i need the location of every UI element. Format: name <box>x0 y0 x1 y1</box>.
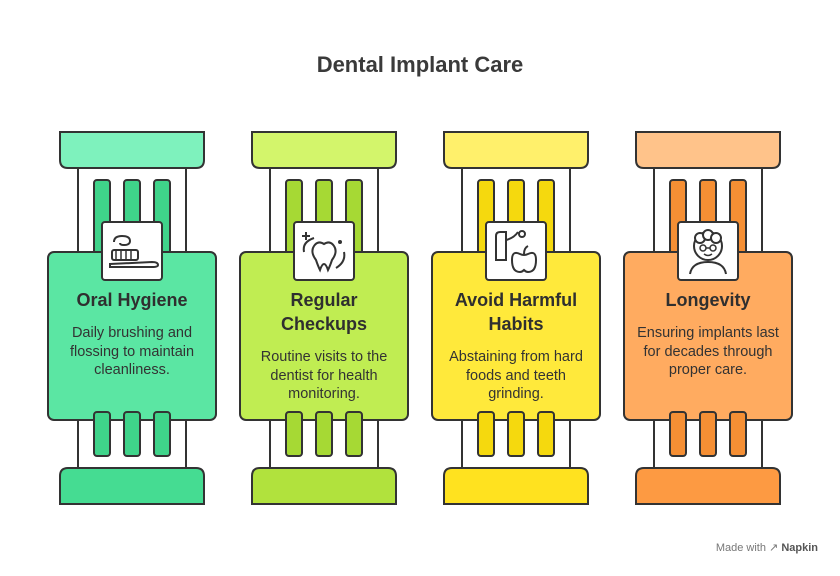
pillar-flute <box>345 179 363 261</box>
pillar-flute <box>93 411 111 457</box>
pillar-flute <box>93 179 111 261</box>
pillar-flute <box>315 179 333 261</box>
pillar-card <box>239 251 409 421</box>
pillar-upper-shaft <box>77 167 187 253</box>
pillar-card <box>431 251 601 421</box>
pillar-flute <box>153 411 171 457</box>
pillar-card <box>47 251 217 421</box>
pillar-flute <box>285 179 303 261</box>
pillar-lower-shaft <box>269 419 379 469</box>
pillar-flute <box>477 411 495 457</box>
pillar-capital <box>635 131 781 169</box>
pillar-lower-shaft <box>461 419 571 469</box>
pillar-description: Abstaining from hard foods and teeth gri… <box>449 349 583 402</box>
pillar-flute <box>123 179 141 261</box>
pillar-capital <box>59 131 205 169</box>
pillar-flute <box>123 411 141 457</box>
pillar-upper-shaft <box>269 167 379 253</box>
icon-frame <box>677 221 739 281</box>
pillar-flute <box>699 411 717 457</box>
pillar-lower-shaft <box>77 419 187 469</box>
pillar-flute <box>345 411 363 457</box>
made-with-label: Made with <box>715 542 766 554</box>
pillar-title: Avoid Harmful Habits <box>454 290 578 334</box>
pillar-flute <box>729 411 747 457</box>
pillar-flute <box>315 411 333 457</box>
pillar-capital <box>443 131 589 169</box>
pillar-description: Routine visits to the dentist for health… <box>260 349 388 402</box>
elderly-person-icon <box>689 229 727 275</box>
page-title: Dental Implant Care <box>316 52 524 77</box>
pillar-flute <box>507 179 525 261</box>
brand-label: Napkin <box>781 542 818 554</box>
toothbrush-icon <box>109 234 160 268</box>
pillar-flute <box>729 179 747 261</box>
apple-habits-icon <box>495 230 538 274</box>
napkin-logo-icon: ↗ <box>769 542 779 554</box>
pillar-lower-shaft <box>653 419 763 469</box>
pillar-card <box>623 251 793 421</box>
pillar-flute <box>669 179 687 261</box>
pillar-base <box>251 467 397 505</box>
pillar-title: Longevity <box>665 290 751 310</box>
pillar-flute <box>507 411 525 457</box>
pillar-upper-shaft <box>461 167 571 253</box>
pillar-base <box>59 467 205 505</box>
pillar-flute <box>699 179 717 261</box>
icon-frame <box>485 221 547 281</box>
pillar-description: Daily brushing and flossing to maintain … <box>69 325 195 378</box>
pillar-description: Ensuring implants last for decades throu… <box>637 325 779 378</box>
pillar-flute <box>669 411 687 457</box>
pillar-title: Oral Hygiene <box>76 290 188 310</box>
pillar-flute <box>153 179 171 261</box>
icon-frame <box>293 221 355 281</box>
pillar-title: Regular Checkups <box>280 290 368 334</box>
pillar-flute <box>537 179 555 261</box>
footer-attribution: Made with ↗ Napkin <box>716 541 818 554</box>
pillar-capital <box>251 131 397 169</box>
icon-frame <box>101 221 163 281</box>
pillar-base <box>443 467 589 505</box>
tooth-checkup-icon <box>302 232 346 273</box>
pillar-upper-shaft <box>653 167 763 253</box>
pillar-flute <box>477 179 495 261</box>
pillar-flute <box>537 411 555 457</box>
pillar-base <box>635 467 781 505</box>
pillar-flute <box>285 411 303 457</box>
